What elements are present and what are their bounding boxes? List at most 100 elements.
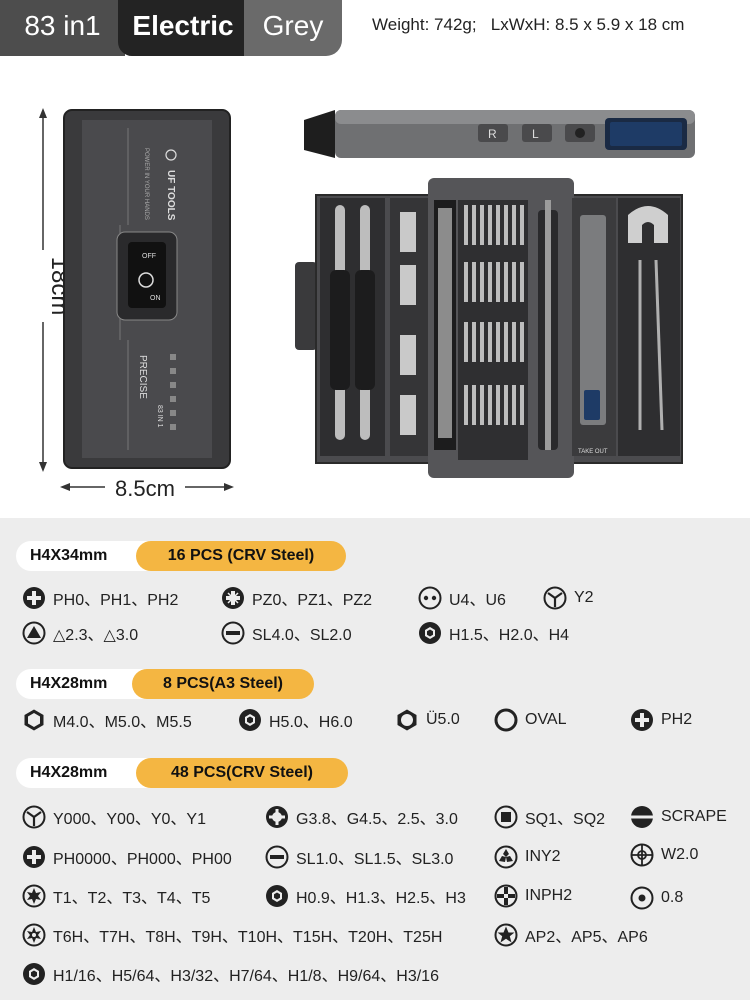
bit-label: PH2 bbox=[661, 711, 693, 728]
bit-spec-section: H4X34mm 16 PCS (CRV Steel) PH0、PH1、PH2 P… bbox=[0, 518, 750, 1000]
width-dimension: 8.5cm bbox=[60, 474, 234, 501]
bit-item: Ü5.0 bbox=[395, 707, 460, 733]
bit-item: G3.8、G4.5、2.5、3.0 bbox=[265, 804, 458, 830]
bit-label: PH0000、PH000、PH00 bbox=[53, 851, 232, 868]
group-header: H4X34mm 16 PCS (CRV Steel) bbox=[16, 541, 346, 571]
fan-icon bbox=[138, 272, 154, 288]
bit-item: W2.0 bbox=[630, 842, 698, 868]
bit-label: SQ1、SQ2 bbox=[525, 811, 606, 828]
triangle-icon bbox=[22, 621, 46, 645]
bit-label: INY2 bbox=[525, 848, 561, 865]
bit-label: H5.0、H6.0 bbox=[269, 714, 353, 731]
model-tab: 83 in1 bbox=[0, 0, 125, 56]
y-bit-icon bbox=[22, 805, 46, 829]
bit-label: SL1.0、SL1.5、SL3.0 bbox=[296, 851, 454, 868]
bit-item: SL4.0、SL2.0 bbox=[221, 620, 352, 646]
bit-item: △2.3、△3.0 bbox=[22, 620, 138, 646]
hex-icon bbox=[266, 885, 288, 907]
bit-item: H1.5、H2.0、H4 bbox=[418, 620, 569, 646]
hex-socket-icon bbox=[24, 709, 44, 731]
bit-item: H5.0、H6.0 bbox=[238, 707, 353, 733]
bit-label: SL4.0、SL2.0 bbox=[252, 627, 352, 644]
bit-label: AP2、AP5、AP6 bbox=[525, 929, 648, 946]
case-on-label: ON bbox=[150, 295, 161, 302]
bit-item: SCRAPE bbox=[630, 804, 727, 830]
slotted-icon bbox=[265, 845, 289, 869]
bit-label: PH0、PH1、PH2 bbox=[53, 592, 179, 609]
header: 83 in1 Electric Grey Weight: 742g; LxWxH… bbox=[0, 0, 750, 56]
phillips-icon bbox=[631, 709, 653, 731]
case-slogan: POWER IN YOUR HANDS bbox=[143, 148, 149, 220]
bit-item: Y000、Y00、Y0、Y1 bbox=[22, 804, 206, 830]
inph-icon bbox=[494, 884, 518, 908]
product-image: 18cm 8.5cm OFF ON UF TOOLS POWER IN YOUR… bbox=[28, 108, 695, 501]
bit-label: Y000、Y00、Y0、Y1 bbox=[53, 811, 206, 828]
bit-item: PH0、PH1、PH2 bbox=[22, 585, 178, 611]
bit-label: H1.5、H2.0、H4 bbox=[449, 627, 570, 644]
phillips-icon bbox=[23, 846, 45, 868]
bit-label: OVAL bbox=[525, 711, 567, 728]
bit-item: H0.9、H1.3、H2.5、H3 bbox=[265, 883, 466, 909]
tri-wing-icon bbox=[494, 845, 518, 869]
bit-label: W2.0 bbox=[661, 846, 699, 863]
group-header: H4X28mm 48 PCS(CRV Steel) bbox=[16, 758, 350, 788]
bit-label: PZ0、PZ1、PZ2 bbox=[252, 592, 373, 609]
bit-label: U4、U6 bbox=[449, 592, 506, 609]
bit-item: INY2 bbox=[494, 844, 561, 870]
bit-label: Ü5.0 bbox=[426, 711, 460, 728]
take-out-label: TAKE OUT bbox=[578, 449, 608, 455]
bit-item: SQ1、SQ2 bbox=[494, 804, 605, 830]
slotted-icon bbox=[221, 621, 245, 645]
bit-label: INPH2 bbox=[525, 887, 573, 904]
bit-label: M4.0、M5.0、M5.5 bbox=[53, 714, 192, 731]
case-brand: UF TOOLS bbox=[165, 170, 176, 221]
bit-item: SL1.0、SL1.5、SL3.0 bbox=[265, 844, 453, 870]
bit-label: T1、T2、T3、T4、T5 bbox=[53, 890, 211, 907]
bit-label: H1/16、H5/64、H3/32、H7/64、H1/8、H9/64、H3/16 bbox=[53, 968, 439, 985]
bit-label: G3.8、G4.5、2.5、3.0 bbox=[296, 811, 458, 828]
product-illustration: 18cm 8.5cm OFF ON UF TOOLS POWER IN YOUR… bbox=[0, 60, 750, 520]
oval-icon bbox=[494, 708, 518, 732]
pentalobe-icon bbox=[494, 923, 518, 947]
case-count: 83 IN 1 bbox=[156, 405, 163, 428]
pen-button-r: R bbox=[488, 127, 497, 141]
bit-label: Y2 bbox=[574, 589, 594, 606]
case-precise: PRECISE bbox=[137, 355, 148, 399]
group-header: H4X28mm 8 PCS(A3 Steel) bbox=[16, 669, 316, 699]
bit-item: M4.0、M5.0、M5.5 bbox=[22, 707, 192, 733]
group-pcs-label: 16 PCS (CRV Steel) bbox=[136, 541, 346, 571]
bit-item: PH2 bbox=[630, 707, 692, 733]
width-label: 8.5cm bbox=[115, 476, 175, 501]
square-bit-icon bbox=[494, 805, 518, 829]
dot-icon bbox=[630, 886, 654, 910]
pozidriv-icon bbox=[222, 587, 244, 609]
hex-icon bbox=[23, 963, 45, 985]
scrape-icon bbox=[631, 806, 653, 828]
bit-item: INPH2 bbox=[494, 883, 572, 909]
bit-item: T1、T2、T3、T4、T5 bbox=[22, 883, 210, 909]
bit-item: Y2 bbox=[543, 585, 594, 611]
phillips-icon bbox=[23, 587, 45, 609]
closed-case: OFF ON UF TOOLS POWER IN YOUR HANDS PREC… bbox=[63, 109, 231, 469]
pen-button-l: L bbox=[532, 127, 539, 141]
hex-icon bbox=[239, 709, 261, 731]
bit-label: 0.8 bbox=[661, 889, 684, 906]
bit-item: AP2、AP5、AP6 bbox=[494, 922, 648, 948]
gear-bit-icon bbox=[266, 806, 288, 828]
u-bit-icon bbox=[418, 586, 442, 610]
group-pcs-label: 8 PCS(A3 Steel) bbox=[132, 669, 314, 699]
group-pcs-label: 48 PCS(CRV Steel) bbox=[136, 758, 348, 788]
bit-item: U4、U6 bbox=[418, 585, 506, 611]
hex-outline-icon bbox=[397, 709, 417, 731]
crosshair-icon bbox=[630, 843, 654, 867]
torx-hole-icon bbox=[22, 923, 46, 947]
case-off-label: OFF bbox=[142, 253, 156, 260]
bit-label: H0.9、H1.3、H2.5、H3 bbox=[296, 890, 466, 907]
color-tab: Grey bbox=[244, 0, 342, 56]
bit-item: H1/16、H5/64、H3/32、H7/64、H1/8、H9/64、H3/16 bbox=[22, 961, 439, 987]
open-toolbox: TAKE OUT bbox=[295, 178, 683, 478]
bit-item: PZ0、PZ1、PZ2 bbox=[221, 585, 372, 611]
bit-item: OVAL bbox=[494, 707, 567, 733]
torx-icon bbox=[22, 884, 46, 908]
bit-label: SCRAPE bbox=[661, 808, 727, 825]
